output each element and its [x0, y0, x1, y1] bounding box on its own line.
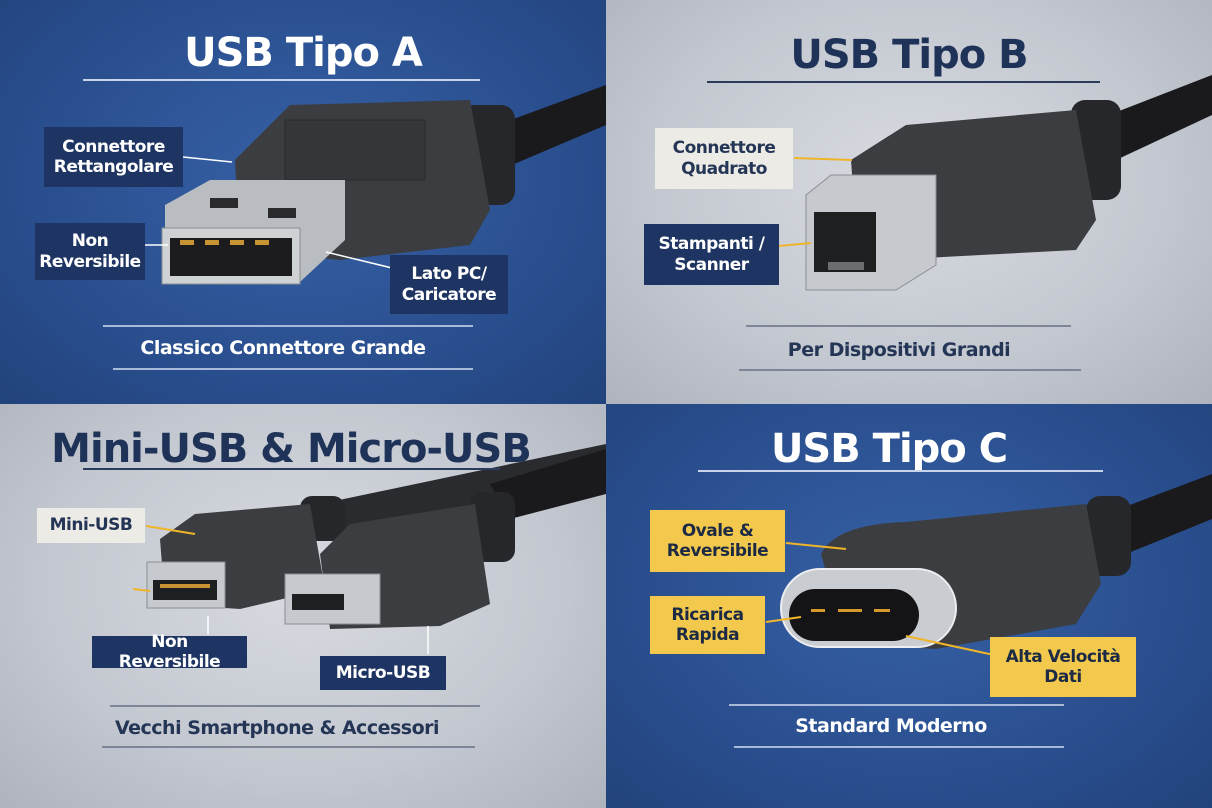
usb-type-c-connector-illustration [765, 474, 1212, 656]
label-rectangular-connector: Connettore Rettangolare [44, 127, 183, 187]
divider [734, 746, 1064, 748]
title-underline [707, 81, 1100, 83]
label-printers-scanners: Stampanti / Scanner [644, 224, 779, 285]
panel-mini-micro-usb: Mini-USB & Micro-USB Mini-USB Non Revers… [0, 404, 606, 808]
usb-type-a-connector-illustration [145, 85, 606, 285]
divider [102, 746, 475, 748]
panel-title: USB Tipo B [790, 32, 1028, 78]
panel-usb-type-c: USB Tipo C Ovale & Reversibile Ricarica … [606, 404, 1212, 808]
usb-type-b-connector-illustration [778, 75, 1212, 291]
label-non-reversible: Non Reversibile [35, 223, 145, 280]
panel-title: Mini-USB & Micro-USB [51, 426, 532, 472]
label-oval-reversible: Ovale & Reversibile [650, 510, 785, 572]
mini-micro-usb-connectors-illustration [132, 444, 606, 654]
title-underline [698, 470, 1103, 472]
label-high-speed-data: Alta Velocità Dati [990, 637, 1136, 697]
label-fast-charging: Ricarica Rapida [650, 596, 765, 654]
label-non-reversible: Non Reversibile [92, 632, 247, 672]
divider [746, 325, 1071, 327]
panel-usb-type-a: USB Tipo A Connettore Rettangolare Non R… [0, 0, 606, 404]
divider [103, 325, 473, 327]
divider [729, 704, 1064, 706]
label-pc-charger-side: Lato PC/ Caricatore [390, 255, 508, 314]
panel-footer: Standard Moderno [795, 715, 987, 737]
title-underline [83, 468, 500, 470]
title-underline [83, 79, 480, 81]
panel-footer: Per Dispositivi Grandi [787, 339, 1011, 361]
divider [739, 369, 1081, 371]
panel-footer: Classico Connettore Grande [140, 337, 426, 359]
divider [113, 368, 473, 370]
panel-footer: Vecchi Smartphone & Accessori [114, 717, 440, 739]
label-square-connector: Connettore Quadrato [655, 128, 793, 189]
label-mini-usb: Mini-USB [37, 508, 145, 543]
panel-title: USB Tipo C [770, 426, 1008, 472]
panel-title: USB Tipo A [184, 30, 423, 76]
divider [110, 705, 480, 707]
label-micro-usb: Micro-USB [320, 656, 446, 690]
panel-usb-type-b: USB Tipo B Connettore Quadrato Stampanti… [606, 0, 1212, 404]
